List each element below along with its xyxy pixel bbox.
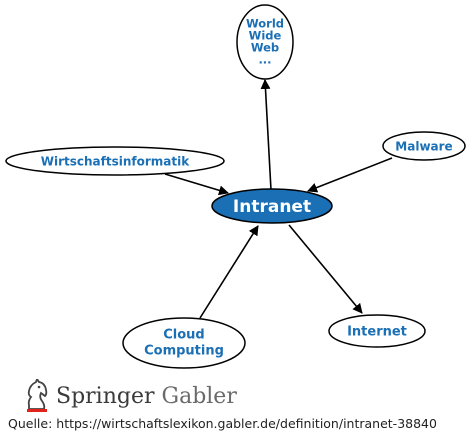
internet-label: Internet: [347, 325, 407, 340]
www-line-1: World: [246, 17, 284, 31]
concept-diagram: World Wide Web ... Wirtschaftsinformatik…: [5, 4, 466, 369]
node-world-wide-web: World Wide Web ...: [236, 4, 294, 80]
node-intranet: Intranet: [211, 188, 333, 224]
edge-intranet-to-www: [260, 79, 272, 191]
cloud-line-1: Cloud: [163, 328, 205, 343]
edge-wirtschaftsinformatik-to-intranet: [164, 173, 229, 196]
node-malware: Malware: [382, 131, 466, 161]
wirtschaftsinformatik-label: Wirtschaftsinformatik: [41, 155, 190, 169]
node-internet: Internet: [328, 314, 426, 348]
www-line-2: Wide: [249, 29, 282, 43]
node-cloud-computing: Cloud Computing: [122, 317, 246, 369]
edge-cloud-to-intranet: [199, 225, 259, 319]
chess-knight-icon: [27, 379, 48, 412]
source-citation: Quelle: https://wirtschaftslexikon.gable…: [8, 416, 437, 431]
www-line-4: ...: [258, 53, 271, 67]
node-wirtschaftsinformatik: Wirtschaftsinformatik: [5, 146, 225, 176]
intranet-label: Intranet: [233, 197, 311, 217]
cloud-line-2: Computing: [144, 344, 224, 359]
springer-gabler-logo: Springer Gabler: [24, 378, 237, 414]
logo-springer: Springer: [56, 383, 155, 409]
malware-label: Malware: [395, 140, 452, 154]
edge-intranet-to-internet: [288, 224, 363, 314]
logo-gabler: Gabler: [161, 383, 237, 409]
www-line-3: Web: [251, 41, 279, 55]
logo-wordmark: Springer Gabler: [56, 384, 237, 409]
edge-malware-to-intranet: [307, 157, 393, 193]
